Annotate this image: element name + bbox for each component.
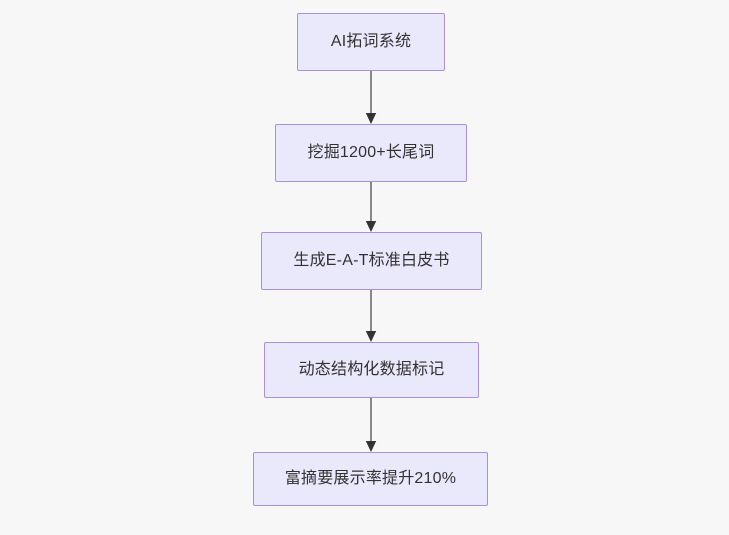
flow-node-label: 生成E-A-T标准白皮书 bbox=[293, 252, 450, 270]
flow-node-label: AI拓词系统 bbox=[330, 33, 412, 51]
flow-node-generate-eat-whitepaper[interactable]: 生成E-A-T标准白皮书 bbox=[261, 232, 482, 290]
flow-arrow-n2-n3 bbox=[363, 290, 379, 342]
flow-node-rich-snippet-impression-lift[interactable]: 富摘要展示率提升210% bbox=[253, 452, 488, 506]
flow-node-label: 挖掘1200+长尾词 bbox=[307, 144, 435, 162]
flow-node-label: 动态结构化数据标记 bbox=[298, 361, 445, 379]
flow-arrow-n1-n2 bbox=[363, 182, 379, 232]
flow-node-label: 富摘要展示率提升210% bbox=[284, 470, 457, 488]
flow-node-mine-longtail-keywords[interactable]: 挖掘1200+长尾词 bbox=[275, 124, 467, 182]
flow-arrow-n0-n1 bbox=[363, 71, 379, 124]
flow-arrow-n3-n4 bbox=[363, 398, 379, 452]
flow-node-dynamic-structured-data-markup[interactable]: 动态结构化数据标记 bbox=[264, 342, 479, 398]
flow-node-ai-keyword-system[interactable]: AI拓词系统 bbox=[297, 13, 445, 71]
